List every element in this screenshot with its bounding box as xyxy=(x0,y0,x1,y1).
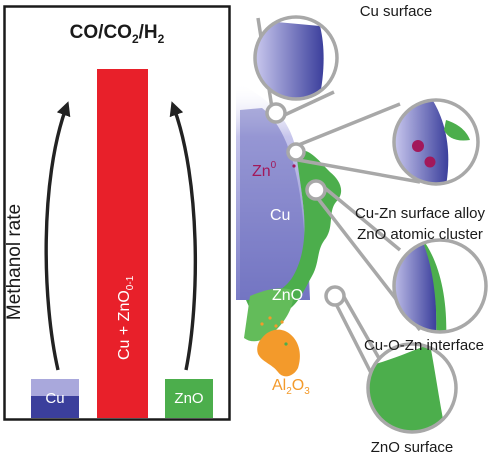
cu-bar-dark xyxy=(31,396,79,418)
lens-zn0 xyxy=(392,98,480,186)
lens-small-interface xyxy=(324,285,346,307)
cu-label: Cu xyxy=(270,207,290,224)
mixed-bar xyxy=(97,69,148,418)
title-main: CO/CO xyxy=(70,22,132,43)
lens-small-cu xyxy=(265,102,287,124)
mixed-label-sub: 0-1 xyxy=(125,275,136,290)
catalyst-particle xyxy=(236,82,342,377)
cu-bar-light xyxy=(31,379,79,396)
zno-bar-label: ZnO xyxy=(174,390,203,407)
zno-region-lower xyxy=(244,288,294,342)
mixed-label-main: Cu + ZnO xyxy=(116,290,133,360)
cu-surface-label: Cu surface xyxy=(360,3,433,20)
zno-bar-dark xyxy=(165,379,213,418)
al-dot xyxy=(280,320,284,324)
zn0-superscript: 0 xyxy=(271,160,277,171)
al2o3-support xyxy=(257,329,300,377)
title-sub2: 2 xyxy=(158,32,165,46)
lens-zno-surface xyxy=(366,342,458,434)
zno-particle-label: ZnO xyxy=(272,287,303,304)
lens-cone-zn xyxy=(295,102,421,184)
al-dot xyxy=(268,316,272,320)
al2o3-sub1: 2 xyxy=(286,386,292,397)
rate-panel: CO/CO2/H2 Cu Cu + ZnO0-1 ZnO xyxy=(3,5,231,421)
al2o3-label: Al2O3 xyxy=(272,377,310,397)
al2o3-sub2: 3 xyxy=(304,386,310,397)
zno-rate-arrow xyxy=(169,101,198,371)
al-dot xyxy=(274,324,278,328)
lens-small-alloy xyxy=(305,179,327,201)
panel-title: CO/CO2/H2 xyxy=(70,22,165,46)
lens-small-zn xyxy=(286,142,306,162)
interface-label: Cu-O-Zn interface xyxy=(364,337,484,354)
lens-alloy xyxy=(392,238,488,334)
al-dot xyxy=(284,342,288,346)
alloy-label-1: Cu-Zn surface alloy xyxy=(355,205,486,222)
mixed-bar-label: Cu + ZnO0-1 xyxy=(116,275,136,360)
cu-particle-core xyxy=(240,108,310,300)
zn-dot xyxy=(292,164,296,168)
y-axis-label: Methanol rate xyxy=(4,204,25,320)
title-tail: /H xyxy=(139,22,158,43)
zno-surface-label: ZnO surface xyxy=(371,439,454,456)
al2o3-main: Al xyxy=(272,377,286,394)
cu-bar-label: Cu xyxy=(45,390,64,407)
title-sub: 2 xyxy=(132,32,139,46)
alloy-label-2: ZnO atomic cluster xyxy=(357,226,483,243)
zn0-text: Zn xyxy=(252,163,271,180)
al-dot xyxy=(260,322,264,326)
magnifier-lenses xyxy=(256,17,422,431)
zn0-label: Zn0 xyxy=(252,160,277,180)
cu-rate-arrow xyxy=(44,101,71,371)
al2o3-mid: O xyxy=(292,377,304,394)
lens-cu-surface xyxy=(253,15,339,101)
